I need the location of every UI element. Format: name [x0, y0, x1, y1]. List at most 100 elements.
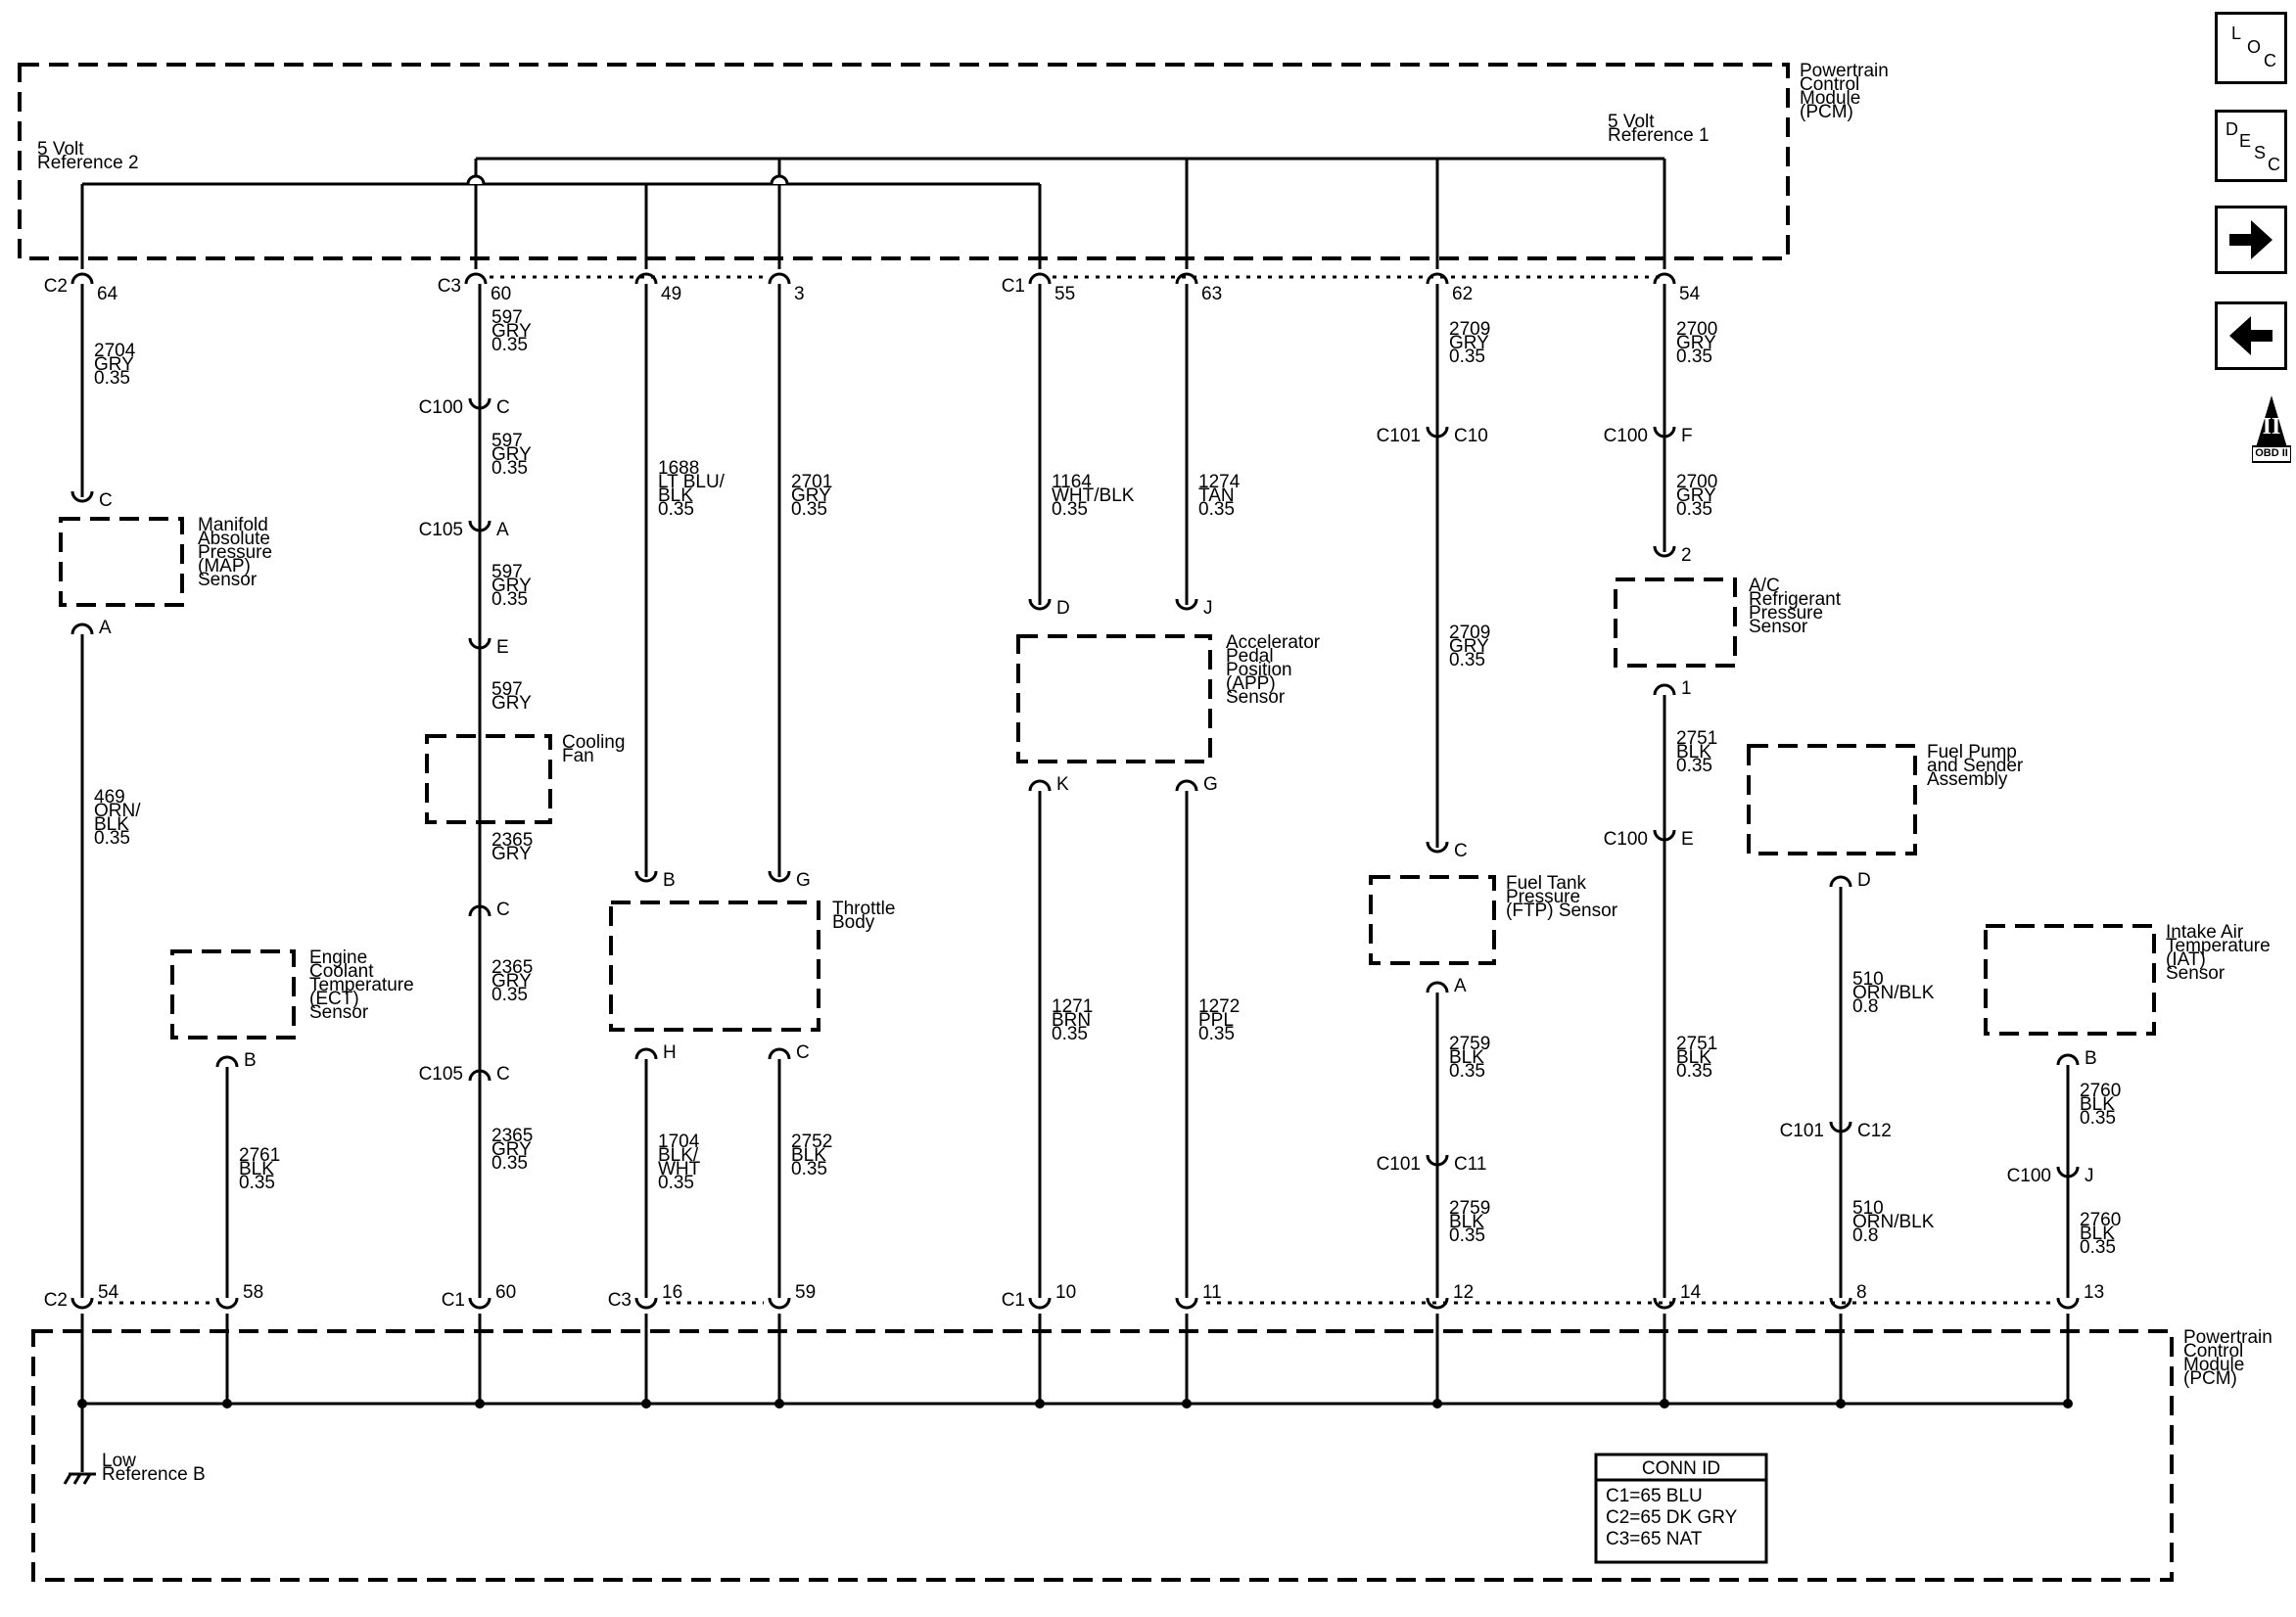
wire-label: 0.35: [1449, 650, 1485, 670]
pcm-pin-number: 54: [98, 1282, 119, 1303]
wire-label: BRN: [1052, 1010, 1091, 1031]
ftp-sensor-label: (FTP) Sensor: [1506, 901, 1618, 921]
low-reference-label: Low: [102, 1451, 136, 1471]
pcm-pin-number: 64: [97, 284, 118, 304]
wire-label: 0.35: [791, 499, 827, 520]
connector-cup: [215, 1297, 239, 1310]
connector-pin: D: [1857, 870, 1871, 891]
previous-page-button[interactable]: [2215, 301, 2287, 370]
next-page-button[interactable]: [2215, 206, 2287, 274]
wire-label: GRY: [94, 354, 134, 375]
iat-sensor-label: Temperature: [2166, 936, 2271, 956]
pcm-pin-number: 10: [1055, 1282, 1076, 1303]
wire-label: BLK: [791, 1145, 826, 1166]
conn-id-row: C1=65 BLU: [1606, 1486, 1703, 1506]
connector-pin: J: [1203, 598, 1213, 619]
conn-id-row: C2=65 DK GRY: [1606, 1507, 1738, 1528]
desc-letter-s: S: [2254, 143, 2267, 162]
wire-label: 1704: [658, 1132, 700, 1152]
pcm-label-top: Module: [1800, 88, 1860, 109]
wire-label: GRY: [492, 576, 532, 596]
connector-cup: [464, 272, 488, 285]
map-sensor-box: [59, 517, 184, 607]
connector-cup: [1028, 272, 1052, 285]
wire-label: 2701: [791, 472, 832, 492]
left-arrow-icon: [2229, 316, 2273, 355]
connector-cup: [215, 1055, 239, 1068]
wire-hop: [770, 174, 789, 185]
wire-label: BLK: [1676, 1047, 1711, 1068]
connector-cup: [1426, 981, 1449, 993]
ect-sensor-label: (ECT): [309, 989, 359, 1009]
connector-id: C100: [1604, 829, 1648, 850]
iat-sensor-label: (IAT): [2166, 949, 2206, 970]
conn-id-table: [1594, 1453, 1768, 1564]
connector-cup: [70, 272, 94, 285]
wire-label: 2365: [492, 957, 533, 978]
map-sensor-label: Absolute: [198, 529, 270, 549]
description-button[interactable]: D E S C: [2215, 110, 2287, 182]
pcm-label-bottom: Module: [2183, 1355, 2244, 1375]
obd-ii-button[interactable]: II OBD II: [2252, 393, 2291, 466]
ftp-sensor-box: [1369, 875, 1496, 965]
pcm-pin-number: 59: [795, 1282, 816, 1303]
ac-sensor-label: A/C: [1749, 576, 1780, 596]
obd-numeral: II: [2262, 414, 2281, 439]
connector-pin: 1: [1681, 678, 1692, 699]
ground-symbol: [63, 1473, 72, 1485]
app-sensor-label: Position: [1226, 660, 1292, 680]
pcm-pin-number: 12: [1453, 1282, 1474, 1303]
pcm-connector-id: C1: [442, 1290, 465, 1311]
wire-label: 1164: [1052, 472, 1092, 492]
wire-label: 0.35: [1676, 756, 1712, 776]
connector-cup: [1653, 426, 1676, 439]
connector-pin: A: [496, 520, 509, 540]
connector-id: C100: [1604, 426, 1648, 446]
connector-pin: C: [99, 490, 113, 511]
connector-pin: D: [1056, 598, 1070, 619]
connector-cup: [468, 520, 492, 532]
map-sensor-label: Manifold: [198, 515, 268, 535]
wire-label: PPL: [1198, 1010, 1234, 1031]
wire-label: 0.35: [492, 589, 528, 610]
connector-id: C101: [1780, 1121, 1824, 1141]
pcm-pin-number: 58: [243, 1282, 263, 1303]
fuel-pump-label: and Sender: [1927, 756, 2024, 776]
low-reference-label: Reference B: [102, 1464, 206, 1485]
wire-label: 2761: [239, 1145, 280, 1166]
wire-label: 0.35: [2080, 1237, 2116, 1258]
wire-label: 0.35: [1676, 346, 1712, 367]
wire-label: ORN/BLK: [1852, 1212, 1935, 1232]
wire-label: WHT/BLK: [1052, 485, 1135, 506]
connector-cup: [1829, 875, 1852, 888]
desc-letter-c: C: [2268, 155, 2280, 174]
pcm-pin-number: 11: [1202, 1282, 1222, 1303]
wire-label: 0.35: [1052, 499, 1088, 520]
connector-cup: [1426, 1297, 1449, 1310]
connector-cup: [1653, 829, 1676, 842]
loc-letter-o: O: [2247, 37, 2262, 57]
pcm-label-bottom: (PCM): [2183, 1368, 2237, 1389]
obd-label: OBD II: [2255, 447, 2288, 459]
connector-cup: [1426, 272, 1449, 285]
pcm-label-top: (PCM): [1800, 102, 1853, 122]
wire-label: BLK/: [658, 1145, 699, 1166]
wire-label: 0.35: [492, 458, 528, 479]
loc-letter-l: L: [2231, 23, 2242, 43]
pcm-bottom-box: [31, 1329, 2174, 1582]
connector-cup: [70, 623, 94, 635]
map-sensor-label: Sensor: [198, 570, 258, 590]
wire-label: 2365: [492, 830, 533, 851]
wire-label: 0.35: [492, 1153, 528, 1174]
wire-label: 1272: [1198, 996, 1240, 1017]
wire-label: 0.35: [658, 1173, 694, 1193]
connector-cup: [1653, 1297, 1676, 1310]
wire-label: 2704: [94, 341, 136, 361]
desc-letter-d: D: [2226, 119, 2238, 139]
location-button[interactable]: L O C: [2215, 12, 2287, 84]
connector-pin: C10: [1454, 426, 1488, 446]
reference-1-label: Reference 1: [1608, 125, 1710, 146]
connector-pin: G: [1203, 774, 1218, 795]
pcm-connector-id: C1: [1002, 276, 1025, 297]
